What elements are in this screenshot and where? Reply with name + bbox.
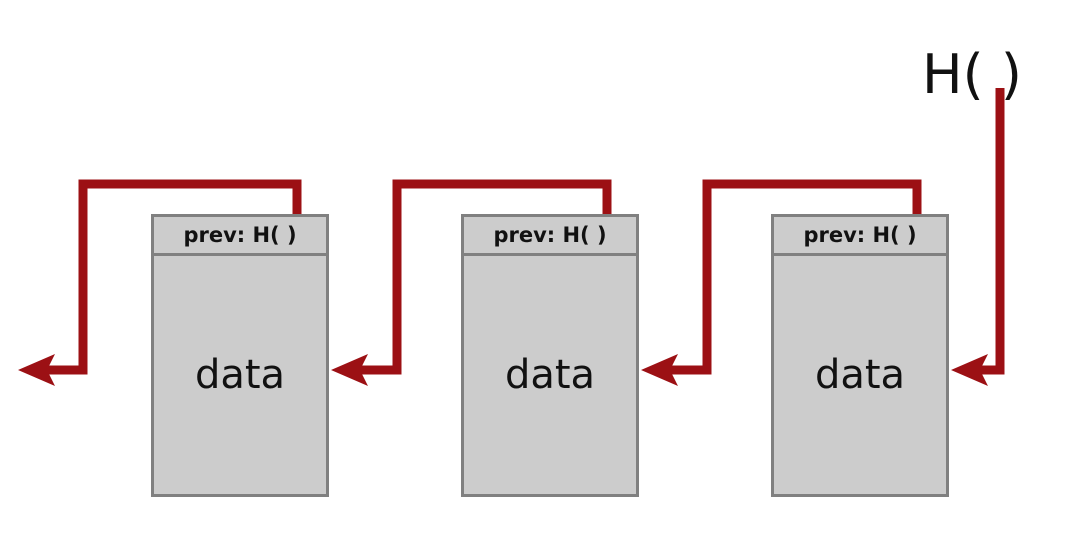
block-1-header: prev: H( ) bbox=[154, 217, 326, 256]
pointer-line-block-3-to-block-2 bbox=[662, 179, 922, 375]
block-3-body: data bbox=[774, 256, 946, 494]
block-1-body: data bbox=[154, 256, 326, 494]
arrowhead-block-2-to-block-1 bbox=[331, 354, 368, 386]
block-3-prev-hash-label: prev: H( ) bbox=[803, 222, 917, 247]
pointer-block-2-to-block-1 bbox=[331, 179, 612, 386]
block-3-header: prev: H( ) bbox=[774, 217, 946, 256]
arrowhead-block-1-to-genesis bbox=[18, 354, 55, 386]
pointer-block-1-to-genesis bbox=[18, 179, 302, 386]
block-1-prev-hash-label: prev: H( ) bbox=[183, 222, 297, 247]
block-3[interactable]: prev: H( ) data bbox=[771, 214, 949, 497]
arrowhead-block-3-to-block-2 bbox=[641, 354, 678, 386]
pointer-head-to-block-3 bbox=[951, 88, 1005, 386]
block-2-header: prev: H( ) bbox=[464, 217, 636, 256]
pointer-line-block-1-to-genesis bbox=[39, 179, 302, 375]
pointer-line-block-2-to-block-1 bbox=[352, 179, 612, 375]
block-2[interactable]: prev: H( ) data bbox=[461, 214, 639, 497]
block-2-body: data bbox=[464, 256, 636, 494]
arrowhead-head-to-block-3 bbox=[951, 354, 988, 386]
block-2-prev-hash-label: prev: H( ) bbox=[493, 222, 607, 247]
block-3-data-label: data bbox=[814, 352, 906, 398]
block-1[interactable]: prev: H( ) data bbox=[151, 214, 329, 497]
block-1-data-label: data bbox=[194, 352, 286, 398]
pointer-block-3-to-block-2 bbox=[641, 179, 922, 386]
head-hash-label: H( ) bbox=[922, 43, 1022, 106]
pointer-line-head-to-block-3 bbox=[972, 88, 1005, 375]
block-2-data-label: data bbox=[504, 352, 596, 398]
